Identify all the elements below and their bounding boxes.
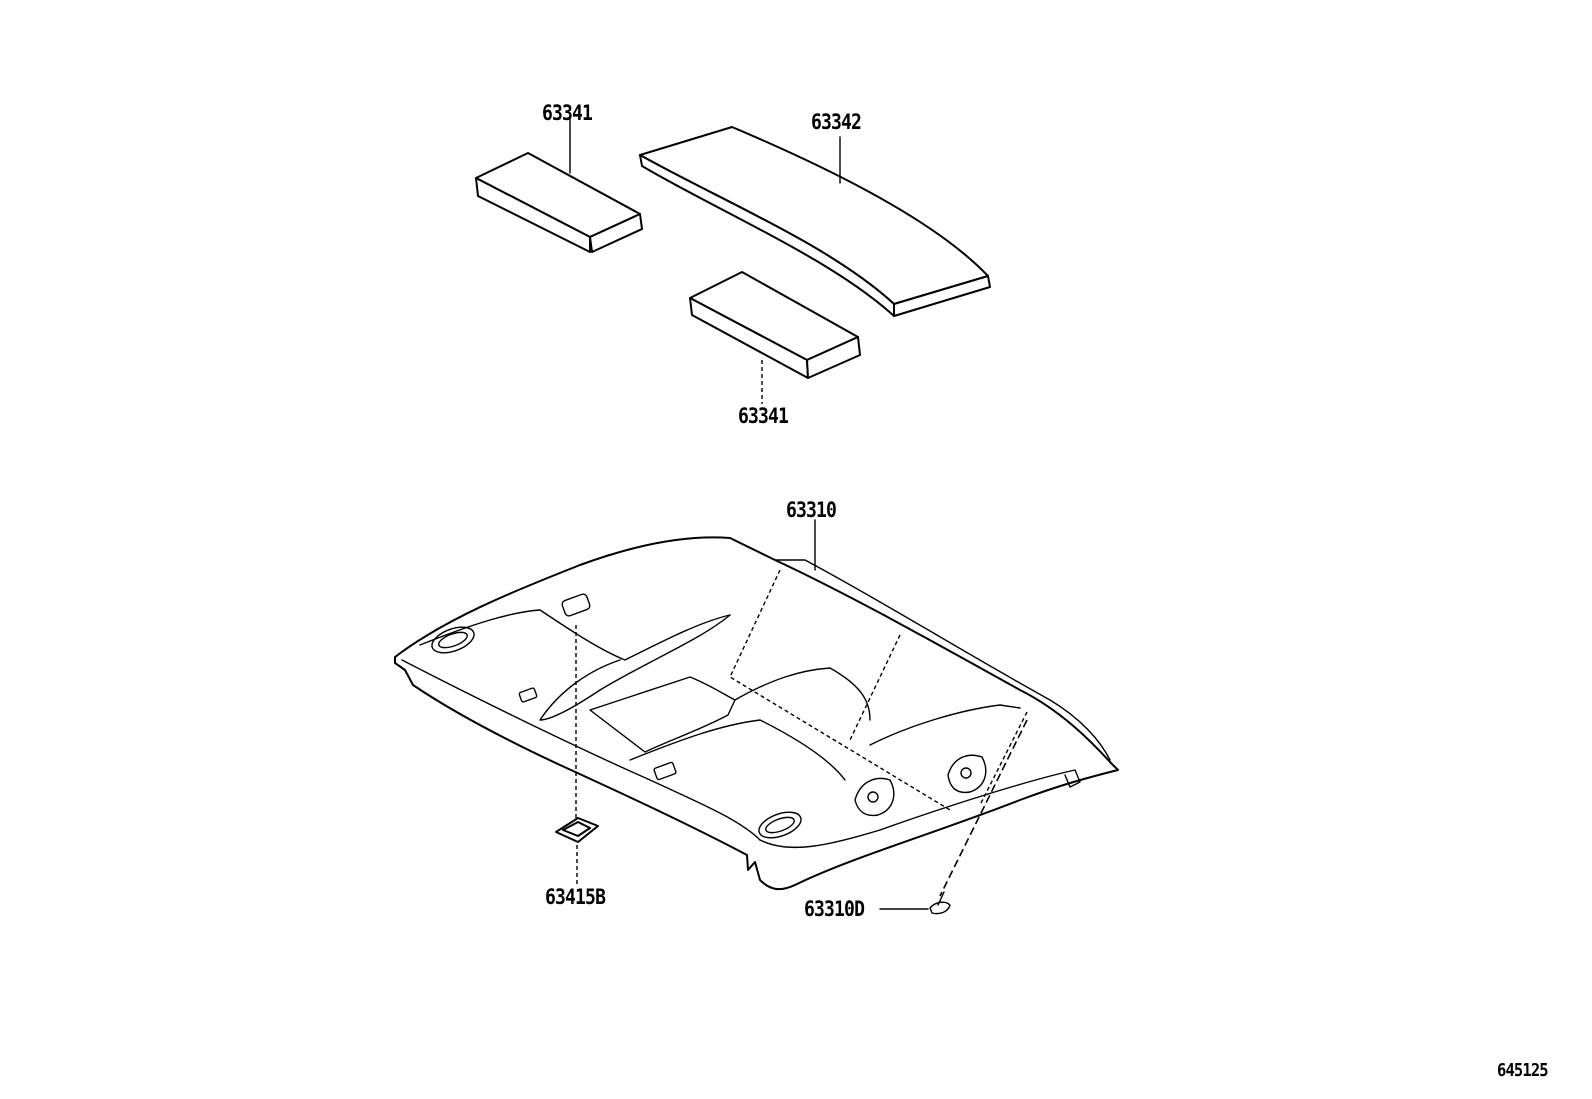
part-label-63341-lower: 63341 [738,404,789,428]
headliner-drawing [394,519,1119,891]
part-label-63415b: 63415B [545,885,606,909]
clip-b-drawing [555,625,599,886]
pad-left-drawing [475,117,643,253]
pad-long-drawing [639,126,991,317]
clip-d-drawing [879,719,1028,915]
part-label-63310: 63310 [786,498,837,522]
part-label-63341-upper: 63341 [542,101,593,125]
pad-right-drawing [689,271,861,404]
part-label-63342: 63342 [811,110,862,134]
illustration-number: 645125 [1497,1060,1549,1081]
part-label-63310d: 63310D [804,897,865,921]
